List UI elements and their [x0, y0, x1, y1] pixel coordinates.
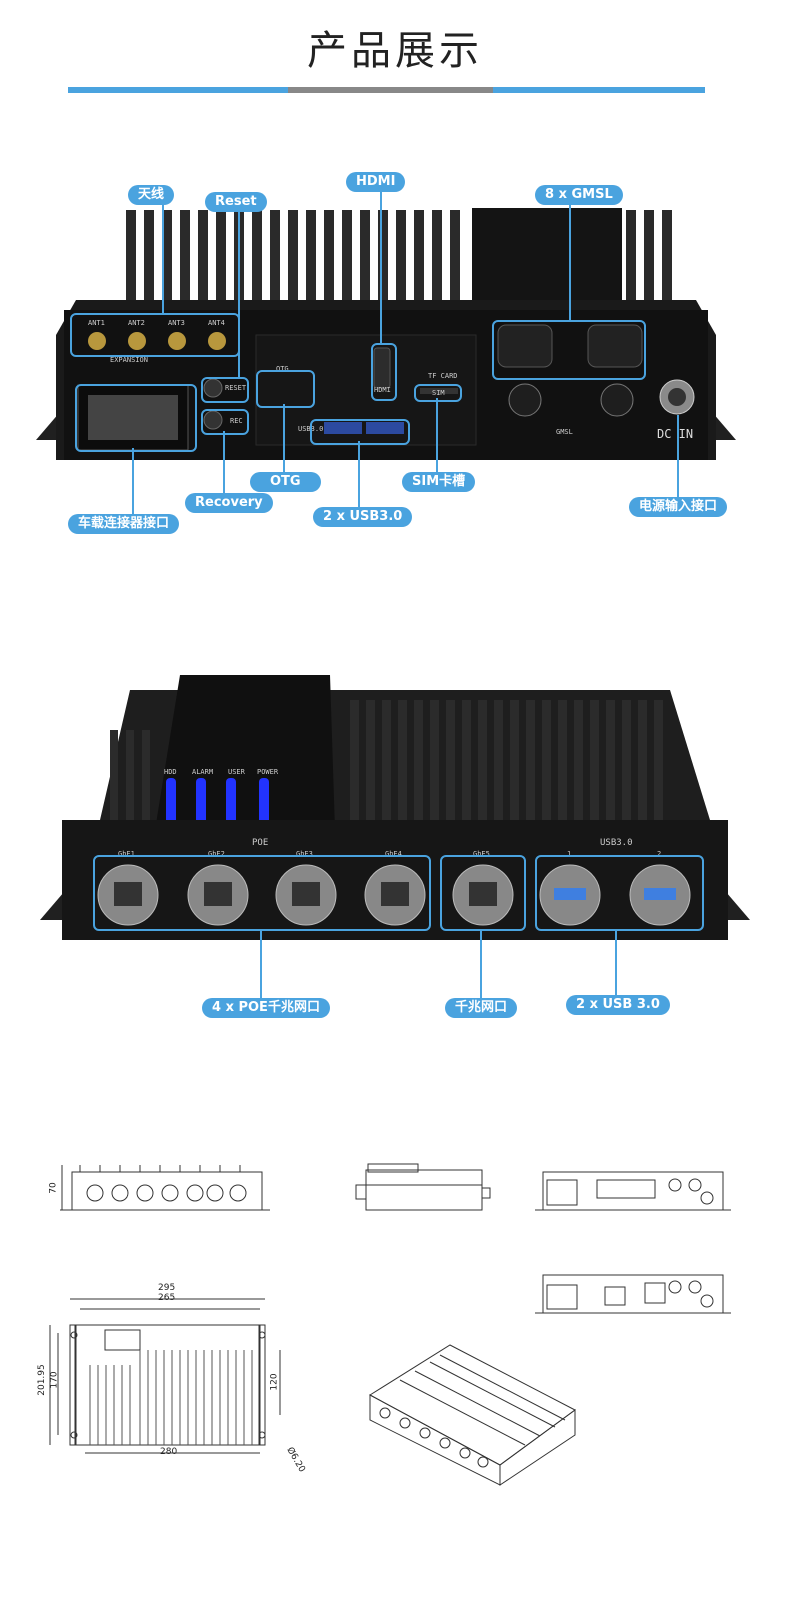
usb-rear-highlight — [535, 855, 704, 931]
label-gbe: 千兆网口 — [445, 998, 518, 1018]
ant3-text: ANT3 — [168, 319, 185, 327]
label-power: 电源输入接口 — [629, 497, 728, 517]
poe-highlight — [93, 855, 431, 931]
dc-in-text: DC IN — [657, 427, 694, 441]
poe-leader — [260, 929, 262, 999]
title-underline-center — [288, 87, 493, 93]
drawing-top-view — [40, 1285, 290, 1475]
sim-leader — [436, 398, 438, 472]
label-sim: SIM卡槽 — [402, 472, 476, 492]
hdmi-highlight — [371, 343, 397, 401]
gbe4-text: GbE4 — [385, 850, 402, 858]
reset-text: RESET — [225, 384, 247, 392]
gbe-highlight — [440, 855, 526, 931]
label-antenna: 天线 — [128, 185, 175, 205]
title-underline-right — [493, 87, 705, 93]
alarm-led-text: ALARM — [192, 768, 214, 776]
expansion-text: EXPANSION — [110, 356, 148, 364]
dim-height-70: 70 — [48, 1182, 59, 1194]
power-leader — [677, 415, 679, 497]
hdmi-leader — [380, 191, 382, 343]
usb2-text: 2 — [657, 850, 662, 858]
hdmi-text: HDMI — [374, 386, 391, 394]
dim-width-295: 295 — [158, 1283, 176, 1293]
drawing-io-elevation-2 — [535, 1265, 735, 1317]
sim-highlight — [414, 384, 462, 402]
dim-width-265: 265 — [158, 1293, 176, 1303]
gmsl-highlight — [492, 320, 646, 380]
gbe3-text: GbE3 — [296, 850, 313, 858]
expansion-highlight — [75, 384, 197, 452]
drawing-isometric — [360, 1335, 590, 1490]
reset-highlight — [201, 377, 249, 403]
tf-card-text: TF CARD — [428, 372, 458, 380]
dim-depth-170: 170 — [49, 1371, 60, 1389]
gbe5-text: GbE5 — [473, 850, 490, 858]
recovery-highlight — [201, 409, 249, 435]
usb30-rear-text: USB3.0 — [600, 838, 633, 848]
otg-text: OTG — [276, 365, 289, 373]
gmsl-text: GMSL — [556, 428, 573, 436]
usb-highlight — [310, 419, 410, 445]
gbe-leader — [480, 929, 482, 999]
antenna-highlight — [70, 313, 240, 357]
label-poe: 4 x POE千兆网口 — [202, 998, 330, 1018]
gbe2-text: GbE2 — [208, 850, 225, 858]
vehicle-leader — [132, 448, 134, 514]
usb-leader — [358, 441, 360, 507]
usb1-text: 1 — [567, 850, 572, 858]
drawing-front-elevation — [60, 1160, 270, 1215]
drawing-side-elevation — [352, 1160, 492, 1215]
hdd-led-text: HDD — [164, 768, 177, 776]
recovery-leader — [223, 431, 225, 493]
gmsl-leader — [569, 204, 571, 320]
rec-text: REC — [230, 417, 243, 425]
sim-text: SIM — [432, 389, 445, 397]
ant2-text: ANT2 — [128, 319, 145, 327]
label-otg: OTG — [250, 472, 321, 492]
label-hdmi: HDMI — [346, 172, 406, 192]
label-vehicle: 车载连接器接口 — [68, 514, 180, 534]
dim-120: 120 — [269, 1373, 280, 1391]
power-led-text: POWER — [257, 768, 279, 776]
front-panel-device — [36, 200, 736, 470]
label-gmsl: 8 x GMSL — [535, 185, 623, 205]
reset-leader — [238, 211, 240, 377]
title-underline-left — [68, 87, 288, 93]
page-title: 产品展示 — [307, 28, 483, 74]
label-usb: 2 x USB3.0 — [313, 507, 413, 527]
antenna-leader — [162, 205, 164, 313]
dim-depth-201: 201.95 — [36, 1364, 47, 1396]
ant4-text: ANT4 — [208, 319, 225, 327]
user-led-text: USER — [228, 768, 245, 776]
label-reset: Reset — [205, 192, 267, 212]
otg-leader — [283, 404, 285, 472]
dim-width-280: 280 — [160, 1447, 178, 1457]
ant1-text: ANT1 — [88, 319, 105, 327]
usb-rear-leader — [615, 929, 617, 996]
drawing-io-elevation — [535, 1160, 735, 1215]
otg-highlight — [256, 370, 315, 408]
label-usb-rear: 2 x USB 3.0 — [566, 995, 670, 1015]
gbe1-text: GbE1 — [118, 850, 135, 858]
label-recovery: Recovery — [185, 493, 273, 513]
rear-panel-device — [40, 670, 750, 950]
poe-text: POE — [252, 838, 269, 848]
